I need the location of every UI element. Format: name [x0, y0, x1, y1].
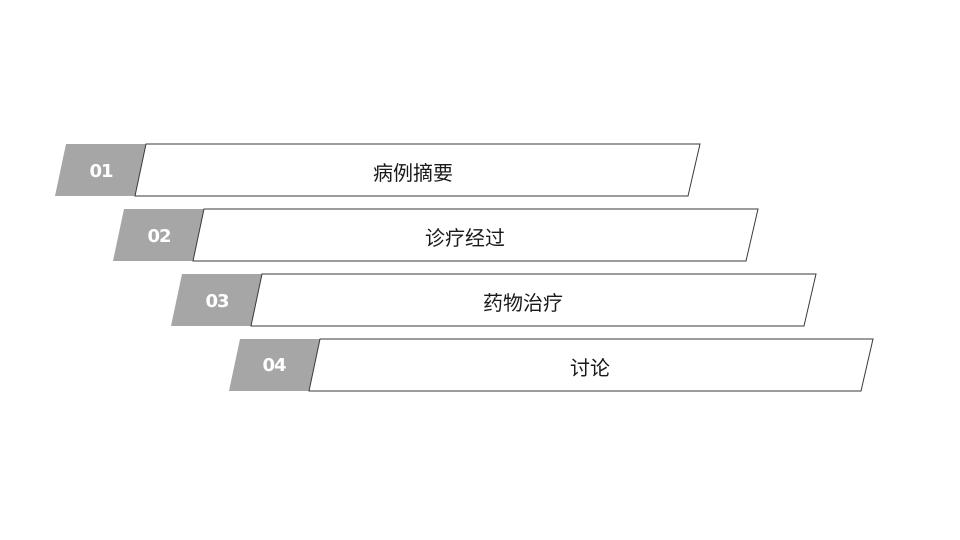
- item-bar: [192, 208, 759, 262]
- number-label: 02: [147, 226, 170, 247]
- agenda-item-4: 04 讨论: [229, 338, 874, 392]
- number-label: 03: [205, 291, 229, 312]
- item-label: 病例摘要: [373, 161, 453, 185]
- number-tab: [113, 209, 204, 261]
- number-tab: [55, 144, 146, 196]
- item-label: 诊疗经过: [425, 226, 505, 250]
- item-bar: [134, 143, 701, 197]
- agenda-item-3: 03 药物治疗: [171, 273, 817, 327]
- item-label: 讨论: [570, 356, 610, 380]
- item-bar: [308, 338, 874, 392]
- item-label: 药物治疗: [483, 291, 563, 315]
- item-bar: [250, 273, 817, 327]
- number-tab: [171, 274, 262, 326]
- number-label: 04: [262, 355, 286, 376]
- agenda-item-1: 01 病例摘要: [55, 143, 701, 197]
- agenda-item-2: 02 诊疗经过: [113, 208, 759, 262]
- number-label: 01: [89, 161, 113, 182]
- number-tab: [229, 339, 320, 391]
